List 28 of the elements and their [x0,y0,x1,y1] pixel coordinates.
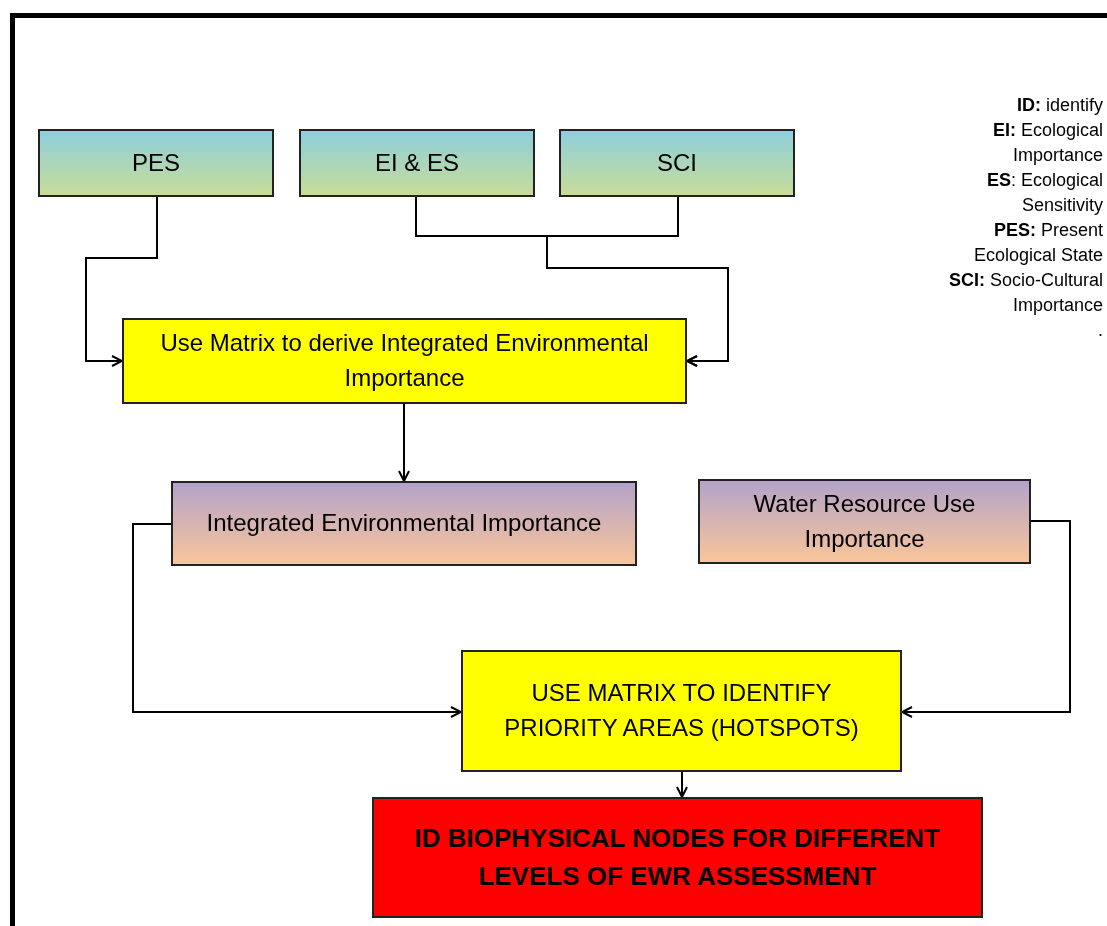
process-box [171,481,637,566]
arrow [546,196,729,367]
process-box [559,129,795,197]
process-box [698,479,1031,564]
arrow [901,520,1071,718]
process-box [122,318,687,404]
process-box [372,797,983,918]
process-box [299,129,535,197]
abbreviation-note: ID: identify [1016,94,1103,117]
box-label: Integrated Environmental Importance [206,508,602,539]
abbreviation-note: ES: Ecological Sensitivity [985,169,1103,217]
process-box [461,650,902,772]
arrow [132,523,462,718]
process-box [38,129,274,197]
arrow [398,403,410,482]
box-label: ID BIOPHYSICAL NODES FOR DIFFERENT LEVELS OF EWR ASSESSMENT [413,821,942,893]
box-label: EI & ES [374,147,459,178]
box-label: SCI [657,147,697,178]
arrow [676,771,688,798]
arrow [85,196,158,367]
abbreviation-note: SCI: Socio-Cultural Importance [947,269,1103,317]
abbreviation-note: PES: Present Ecological State [972,219,1103,267]
abbreviation-note: EI: Ecological Importance [991,119,1103,167]
box-label: PES [132,147,180,178]
box-label: Water Resource Use Importance [752,488,977,554]
abbreviation-note: . [1098,319,1103,342]
box-label: USE MATRIX TO IDENTIFY PRIORITY AREAS (HOTSPOTS) [503,678,860,743]
box-label: Use Matrix to derive Integrated Environmental Importance [159,328,650,393]
